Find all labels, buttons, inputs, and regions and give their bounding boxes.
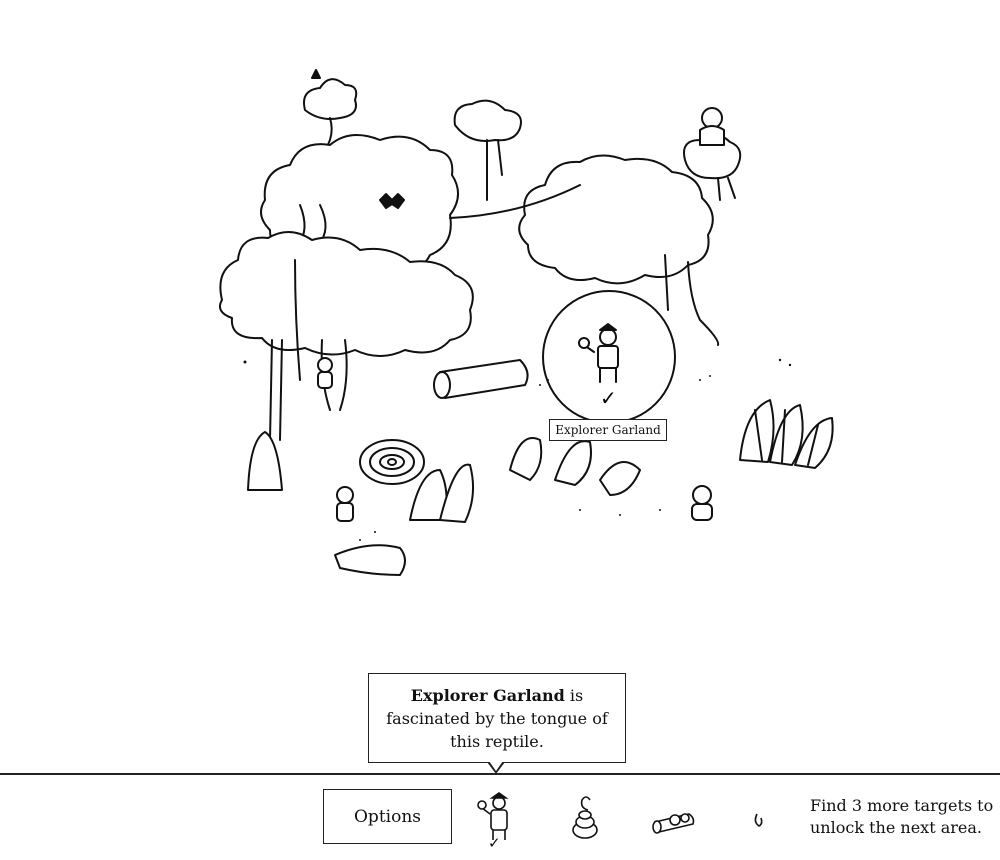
fallen-log — [433, 359, 529, 399]
ground-stipple — [243, 358, 792, 541]
options-button[interactable]: Options — [323, 789, 452, 844]
log-icon — [652, 813, 695, 834]
tree-canopy-right — [449, 154, 720, 346]
found-target-label: Explorer Garland — [549, 419, 667, 441]
small-tree-top-right — [683, 107, 742, 201]
jungle-scene[interactable]: ✓ — [0, 0, 1000, 770]
plant-fern-bottom — [334, 544, 406, 576]
target-coiled-snake[interactable] — [556, 790, 616, 850]
hint-tooltip: Explorer Garland is fascinated by the to… — [368, 673, 626, 763]
target-explorer-garland[interactable]: ✓ — [468, 790, 528, 852]
character-bottom-left — [336, 486, 354, 522]
toolbar-divider — [0, 773, 1000, 775]
hint-tooltip-pointer — [487, 761, 505, 774]
plant-large-leaves — [739, 399, 834, 469]
spiral-stump — [359, 439, 425, 485]
target-small-leaf[interactable] — [735, 790, 795, 850]
character-bottom-right — [691, 485, 713, 521]
leaf-icon — [754, 813, 763, 827]
character-left-tree — [317, 357, 333, 389]
status-text: Find 3 more targets to unlock the next a… — [810, 796, 994, 837]
explorer-icon — [477, 792, 509, 840]
small-tree-top-middle — [453, 99, 522, 201]
target-log-creature[interactable] — [645, 790, 705, 850]
tree-trunks — [269, 259, 348, 441]
plant-bush-center — [409, 437, 641, 523]
found-checkmark: ✓ — [600, 386, 617, 410]
snake-icon — [572, 796, 598, 839]
target-found-check: ✓ — [488, 834, 501, 852]
boulder — [247, 431, 283, 491]
hint-target-name: Explorer Garland — [410, 686, 565, 705]
explorer-garland-figure[interactable] — [578, 323, 619, 383]
hint-text: is fascinated by the tongue of this rept… — [386, 686, 608, 751]
small-tree-top-left — [303, 69, 358, 151]
